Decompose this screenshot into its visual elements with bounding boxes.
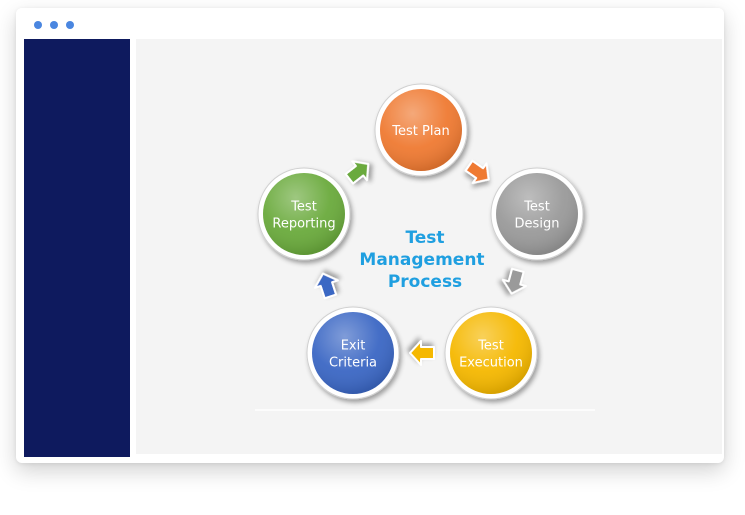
test-reporting-label-line-1: Test	[290, 200, 317, 215]
center-title-line-3: Process	[388, 272, 462, 292]
window-control-dot[interactable]	[34, 21, 42, 29]
test-execution-label-line-2: Execution	[459, 356, 523, 371]
arrow-icon	[313, 272, 339, 300]
nodes-layer: Test PlanTestDesignTestExecutionExitCrit…	[257, 83, 584, 400]
content-divider	[130, 39, 136, 457]
exit-criteria-node-shine	[312, 312, 394, 394]
arrow-icon	[344, 160, 370, 185]
content-bottom-edge	[130, 454, 722, 457]
arrow-icon	[501, 267, 528, 295]
test-execution-node-shine	[450, 312, 532, 394]
exit-criteria-label-line-2: Criteria	[329, 356, 377, 371]
test-reporting-node-shine	[263, 173, 345, 255]
center-title: Test Management Process	[359, 228, 484, 292]
arrow-icon	[464, 159, 490, 184]
arrow-shape	[313, 272, 339, 300]
center-title-line-1: Test	[405, 228, 444, 248]
arrow-shape	[501, 267, 528, 295]
arrows-layer	[313, 159, 528, 366]
arrow-icon	[409, 340, 435, 366]
test-plan-node: Test Plan	[374, 83, 468, 177]
exit-criteria-label-line-1: Exit	[341, 339, 366, 354]
test-design-node-shine	[496, 173, 578, 255]
test-design-label-line-1: Test	[523, 200, 550, 215]
test-plan-node-shine	[380, 89, 462, 171]
arrow-shape	[344, 160, 370, 185]
center-title-line-2: Management	[359, 250, 484, 270]
test-reporting-label-line-2: Reporting	[272, 217, 335, 232]
sidebar	[24, 39, 130, 457]
test-plan-label-line-1: Test Plan	[391, 124, 449, 139]
arrow-shape	[409, 340, 435, 366]
window-titlebar	[16, 8, 724, 39]
window-control-dot[interactable]	[50, 21, 58, 29]
arrow-shape	[464, 159, 490, 184]
test-execution-label-line-1: Test	[477, 339, 504, 354]
window-control-dot[interactable]	[66, 21, 74, 29]
test-design-label-line-2: Design	[515, 217, 560, 232]
